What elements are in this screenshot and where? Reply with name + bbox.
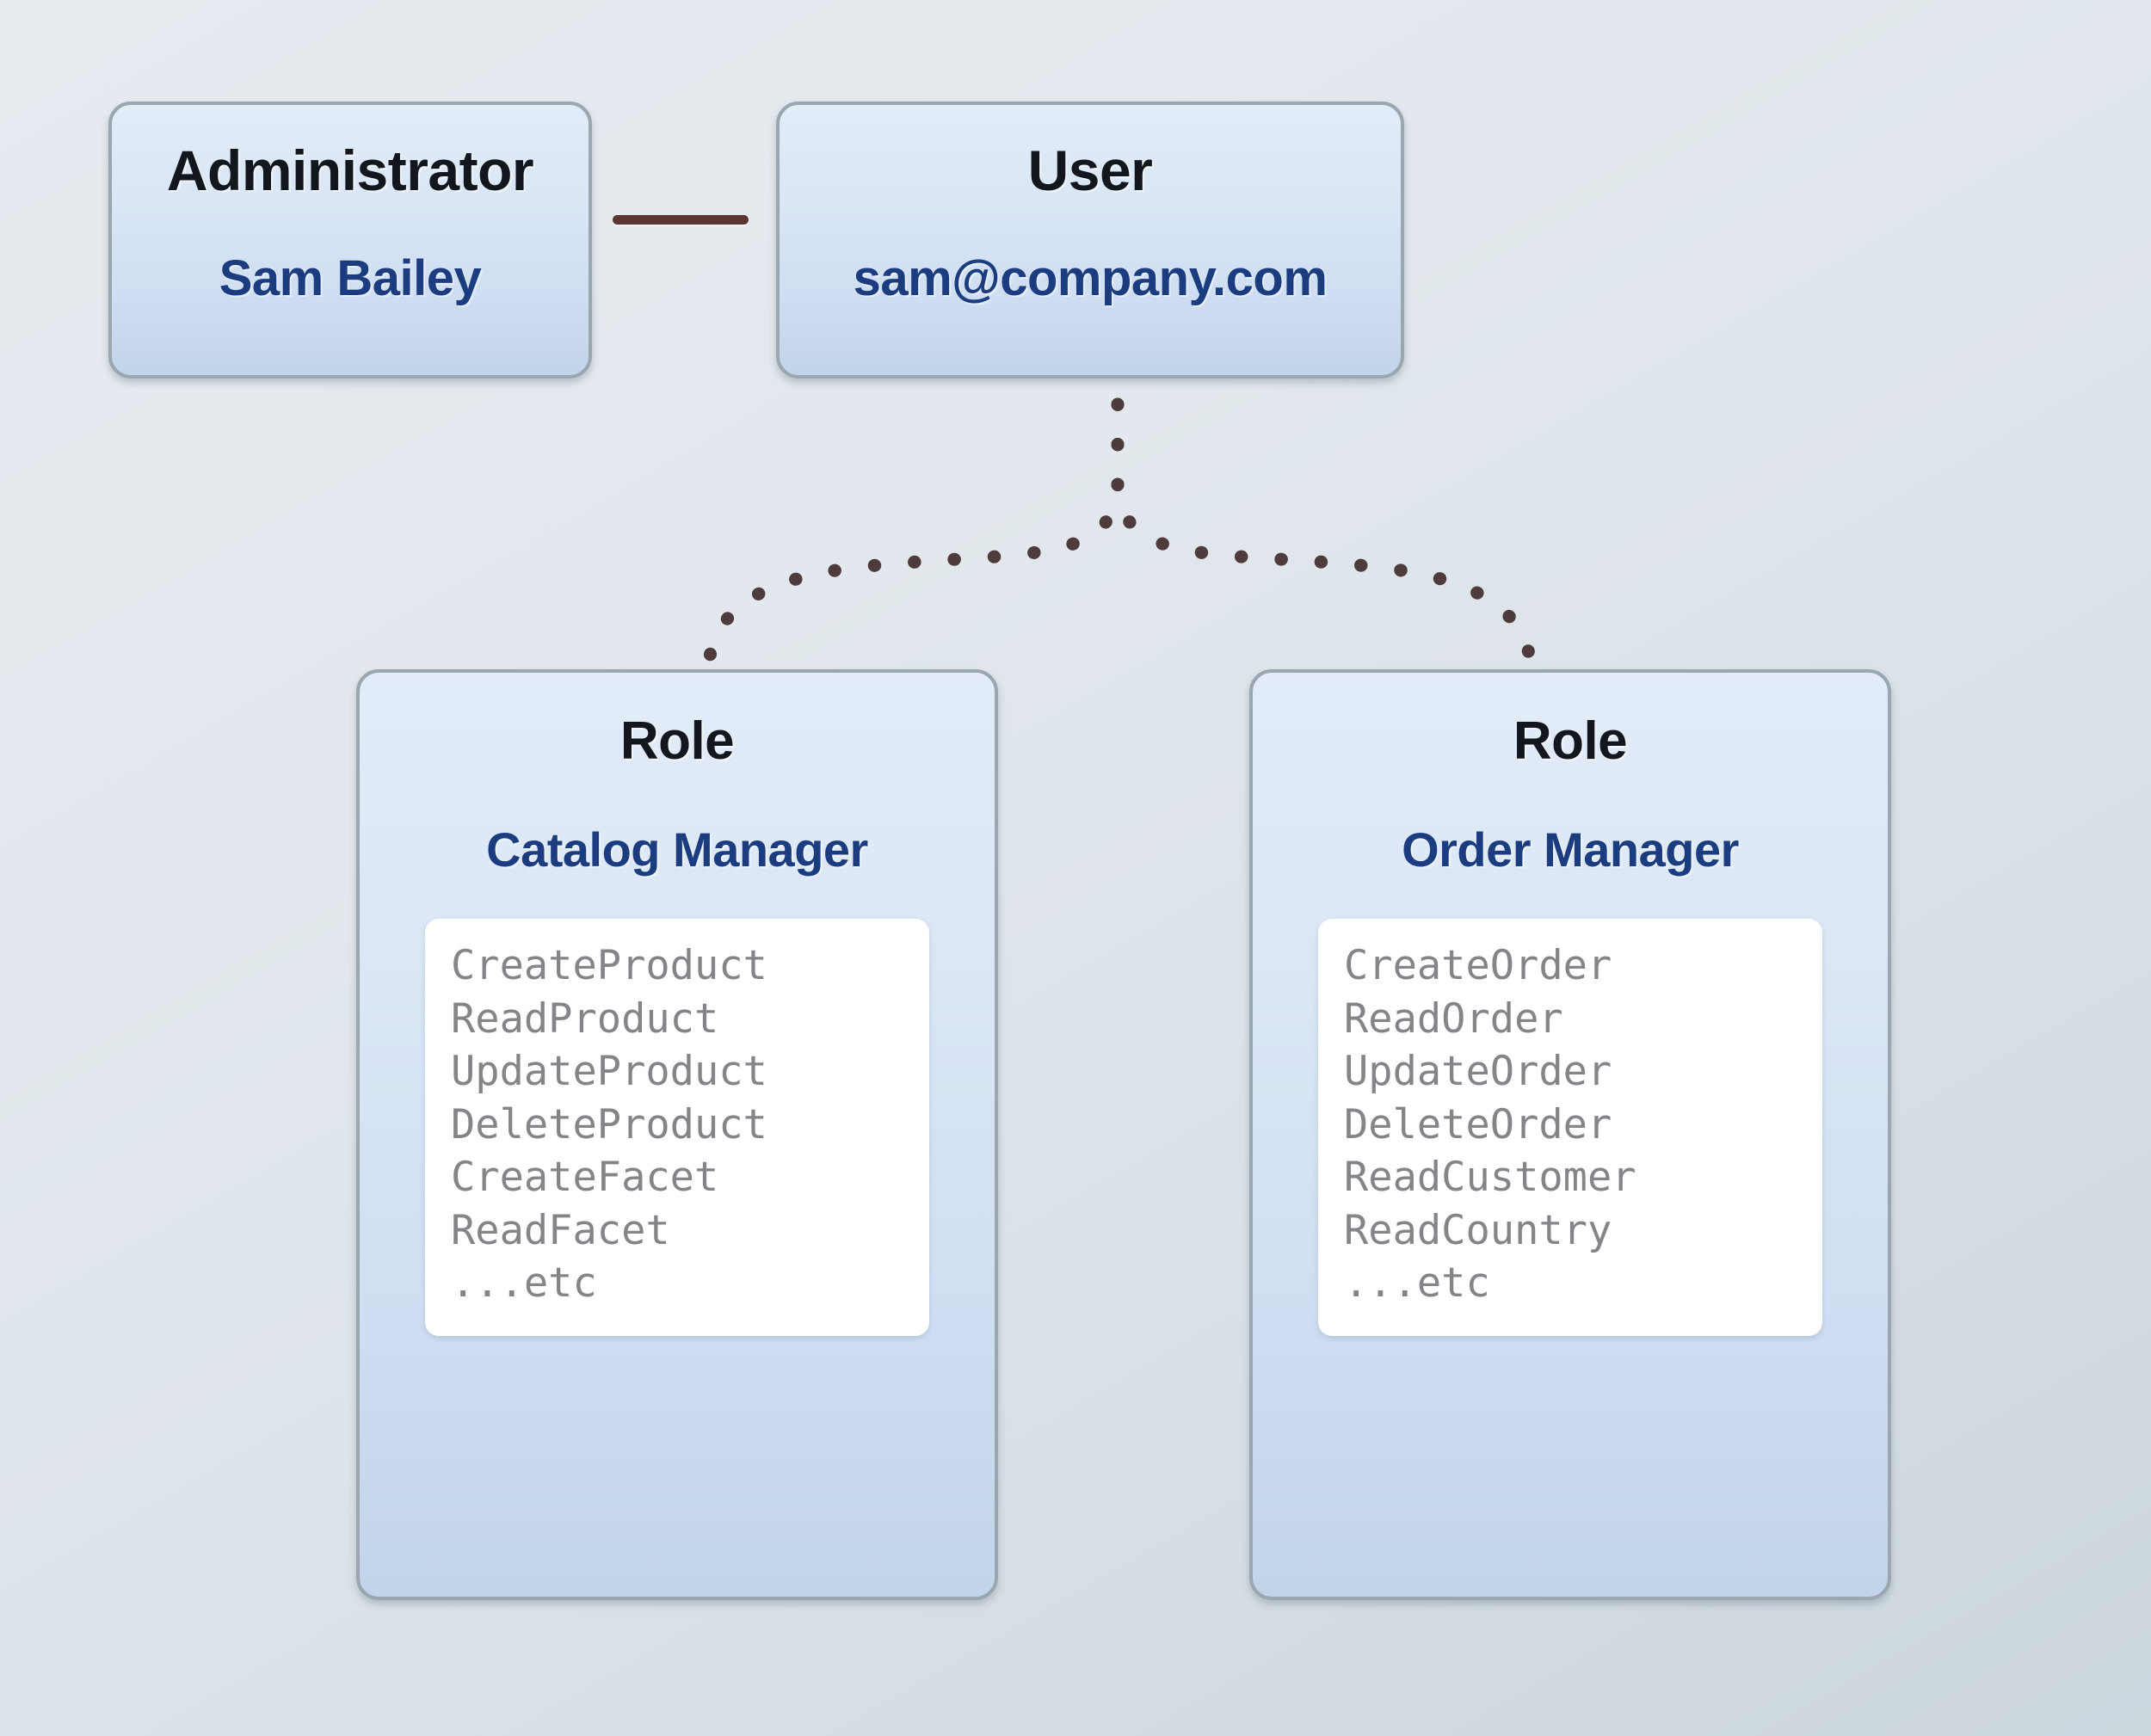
permission-item: UpdateProduct — [451, 1048, 767, 1096]
role-name: Order Manager — [1402, 822, 1739, 877]
role-card-catalog-manager[interactable]: Role Catalog Manager CreateProduct ReadP… — [356, 669, 998, 1600]
administrator-card[interactable]: Administrator Sam Bailey — [108, 102, 592, 379]
user-card[interactable]: User sam@company.com — [776, 102, 1404, 379]
permission-item: ReadOrder — [1344, 994, 1563, 1043]
role-card-order-manager[interactable]: Role Order Manager CreateOrder ReadOrder… — [1249, 669, 1891, 1600]
connector-administrator-user — [613, 215, 749, 225]
administrator-type-label: Administrator — [166, 139, 534, 202]
permission-item: ...etc — [451, 1259, 597, 1308]
permission-list-order-manager: CreateOrder ReadOrder UpdateOrder Delete… — [1318, 919, 1822, 1336]
role-name: Catalog Manager — [486, 822, 868, 877]
permission-item: CreateProduct — [451, 942, 767, 989]
permission-item: ReadFacet — [451, 1206, 670, 1254]
permission-item: DeleteProduct — [451, 1100, 767, 1148]
permission-item: ...etc — [1344, 1259, 1490, 1308]
user-type-label: User — [1027, 139, 1153, 202]
dotted-edge-user-to-catalog-manager — [701, 397, 1125, 674]
user-email: sam@company.com — [853, 250, 1328, 306]
role-type-label: Role — [619, 711, 735, 771]
permission-list-catalog-manager: CreateProduct ReadProduct UpdateProduct … — [425, 919, 929, 1336]
permission-item: UpdateOrder — [1344, 1048, 1612, 1096]
permission-item: ReadProduct — [451, 994, 719, 1043]
dotted-edge-user-to-order-manager — [1111, 397, 1538, 674]
permission-item: CreateFacet — [451, 1154, 719, 1202]
permission-item: ReadCustomer — [1344, 1154, 1636, 1202]
permission-item: DeleteOrder — [1344, 1100, 1612, 1148]
administrator-name: Sam Bailey — [219, 250, 482, 306]
permission-item: ReadCountry — [1344, 1206, 1612, 1254]
role-type-label: Role — [1513, 711, 1628, 771]
permission-item: CreateOrder — [1344, 942, 1612, 989]
